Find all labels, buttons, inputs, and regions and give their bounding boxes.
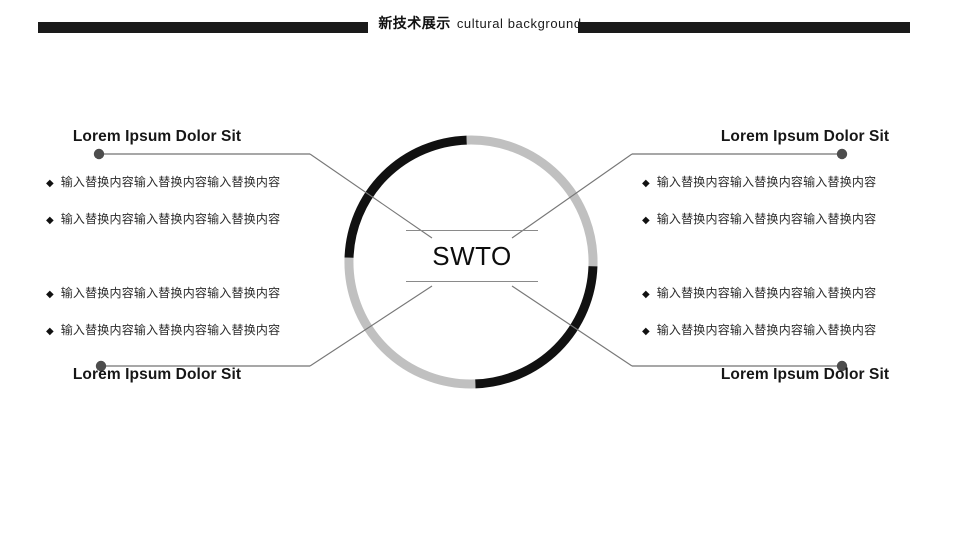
ring-segments: [344, 135, 598, 389]
arc-upper-right-light: [466, 135, 598, 267]
center-rule-top: [406, 230, 538, 231]
quadrant-bottom-left: ◆ 输入替换内容输入替换内容输入替换内容 ◆ 输入替换内容输入替换内容输入替换内…: [0, 284, 330, 384]
page-title: 新技术展示 cultural background: [0, 14, 960, 34]
page-title-cn: 新技术展示: [378, 16, 451, 32]
center-rule-bottom: [406, 281, 538, 282]
diamond-bullet-icon: ◆: [642, 215, 650, 226]
quadrant-title: Lorem Ipsum Dolor Sit: [72, 128, 242, 145]
header-rule-left: [38, 22, 368, 33]
arc-lower-right-dark: [475, 266, 598, 389]
list-item-text: 输入替换内容输入替换内容输入替换内容: [656, 212, 877, 226]
list-item-text: 输入替换内容输入替换内容输入替换内容: [60, 286, 281, 300]
quadrant-title: Lorem Ipsum Dolor Sit: [72, 366, 242, 383]
list-item-text: 输入替换内容输入替换内容输入替换内容: [656, 286, 877, 300]
list-item-text: 输入替换内容输入替换内容输入替换内容: [60, 323, 281, 337]
quadrant-title: Lorem Ipsum Dolor Sit: [720, 366, 890, 383]
quadrant-bottom-right: ◆ 输入替换内容输入替换内容输入替换内容 ◆ 输入替换内容输入替换内容输入替换内…: [630, 284, 960, 384]
list-item-text: 输入替换内容输入替换内容输入替换内容: [60, 175, 281, 189]
arc-lower-left-light: [344, 257, 476, 389]
bullet-list: ◆ 输入替换内容输入替换内容输入替换内容 ◆ 输入替换内容输入替换内容输入替换内…: [0, 173, 330, 227]
list-item: ◆ 输入替换内容输入替换内容输入替换内容: [642, 173, 960, 190]
slide-header: 新技术展示 cultural background: [0, 0, 960, 44]
list-item: ◆ 输入替换内容输入替换内容输入替换内容: [642, 210, 960, 227]
connector-bottom-right: [511, 285, 848, 372]
quadrant-top-left: Lorem Ipsum Dolor Sit ◆ 输入替换内容输入替换内容输入替换…: [0, 128, 330, 227]
list-item-text: 输入替换内容输入替换内容输入替换内容: [656, 175, 877, 189]
quadrant-title: Lorem Ipsum Dolor Sit: [720, 128, 890, 145]
list-item: ◆ 输入替换内容输入替换内容输入替换内容: [46, 210, 330, 227]
connector-top-left: [93, 148, 433, 239]
list-item: ◆ 输入替换内容输入替换内容输入替换内容: [642, 284, 960, 301]
list-item: ◆ 输入替换内容输入替换内容输入替换内容: [46, 321, 330, 338]
connector-top-right: [511, 148, 848, 239]
center-label-text: SWTO: [432, 241, 512, 271]
connector-bottom-left: [95, 285, 433, 372]
quadrant-top-right: Lorem Ipsum Dolor Sit ◆ 输入替换内容输入替换内容输入替换…: [630, 128, 960, 227]
list-item: ◆ 输入替换内容输入替换内容输入替换内容: [642, 321, 960, 338]
diamond-bullet-icon: ◆: [46, 289, 54, 300]
diamond-bullet-icon: ◆: [642, 178, 650, 189]
list-item-text: 输入替换内容输入替换内容输入替换内容: [656, 323, 877, 337]
diamond-bullet-icon: ◆: [642, 326, 650, 337]
diamond-bullet-icon: ◆: [46, 326, 54, 337]
diamond-bullet-icon: ◆: [46, 215, 54, 226]
diamond-bullet-icon: ◆: [46, 178, 54, 189]
arc-upper-left-dark: [344, 135, 467, 258]
header-rule-right: [578, 22, 910, 33]
list-item-text: 输入替换内容输入替换内容输入替换内容: [60, 212, 281, 226]
bullet-list: ◆ 输入替换内容输入替换内容输入替换内容 ◆ 输入替换内容输入替换内容输入替换内…: [630, 173, 960, 227]
list-item: ◆ 输入替换内容输入替换内容输入替换内容: [46, 173, 330, 190]
page-title-en: cultural background: [456, 16, 582, 31]
bullet-list: ◆ 输入替换内容输入替换内容输入替换内容 ◆ 输入替换内容输入替换内容输入替换内…: [630, 284, 960, 338]
list-item: ◆ 输入替换内容输入替换内容输入替换内容: [46, 284, 330, 301]
diamond-bullet-icon: ◆: [642, 289, 650, 300]
bullet-list: ◆ 输入替换内容输入替换内容输入替换内容 ◆ 输入替换内容输入替换内容输入替换内…: [0, 284, 330, 338]
center-label: SWTO: [406, 230, 538, 292]
